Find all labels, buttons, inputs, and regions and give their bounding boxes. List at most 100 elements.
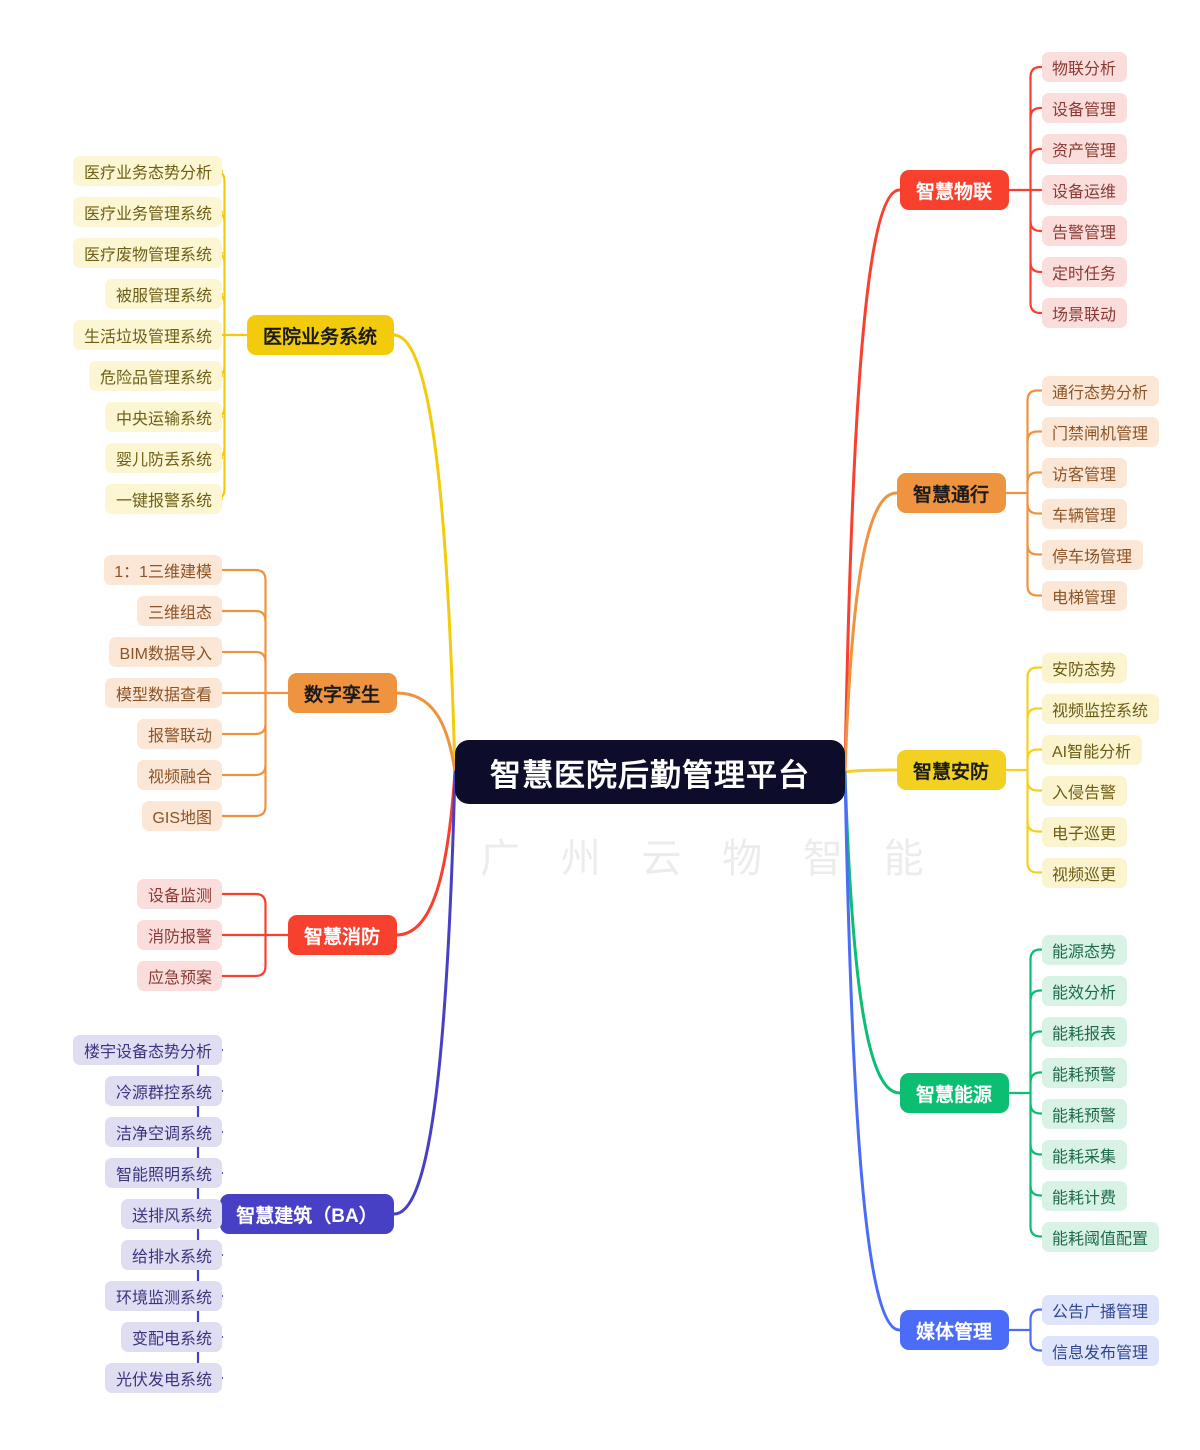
leaf-label: 报警联动 <box>147 728 212 745</box>
branch-node-security[interactable]: 智慧安防 <box>896 750 1006 790</box>
leaf-label: 能耗阈值配置 <box>1052 1230 1149 1248</box>
leaf-label: 三维组态 <box>147 605 212 622</box>
branch-node-media[interactable]: 媒体管理 <box>899 1310 1009 1350</box>
branch-node-fire[interactable]: 智慧消防 <box>287 915 397 955</box>
leaf-node[interactable]: 医疗业务态势分析 <box>73 156 222 186</box>
leaf-label: 电梯管理 <box>1052 589 1117 607</box>
leaf-node[interactable]: 物联分析 <box>1042 52 1127 82</box>
leaf-node[interactable]: 被服管理系统 <box>105 279 222 309</box>
leaf-node[interactable]: GIS地图 <box>142 801 222 831</box>
leaf-node[interactable]: 设备运维 <box>1042 175 1127 205</box>
leaf-label: 资产管理 <box>1052 143 1117 160</box>
leaf-node[interactable]: 消防报警 <box>137 920 222 950</box>
leaf-node[interactable]: 生活垃圾管理系统 <box>73 320 222 350</box>
leaf-node[interactable]: 环境监测系统 <box>105 1281 222 1311</box>
leaf-node[interactable]: 能耗计费 <box>1042 1180 1127 1211</box>
leaf-node[interactable]: 光伏发电系统 <box>105 1363 222 1393</box>
leaf-node[interactable]: 危险品管理系统 <box>89 361 222 391</box>
leaf-node[interactable]: 冷源群控系统 <box>105 1076 222 1106</box>
leaf-label: 被服管理系统 <box>115 288 212 305</box>
leaf-node[interactable]: 电梯管理 <box>1042 580 1127 611</box>
leaf-node[interactable]: 停车场管理 <box>1042 539 1143 570</box>
leaf-node[interactable]: 一键报警系统 <box>105 484 222 514</box>
leaf-label: 视频巡更 <box>1052 866 1117 884</box>
leaf-node[interactable]: 车辆管理 <box>1042 498 1127 529</box>
root-node[interactable]: 智慧医院后勤管理平台 <box>455 740 845 804</box>
leaf-node[interactable]: 场景联动 <box>1042 298 1127 328</box>
leaf-node[interactable]: 送排风系统 <box>121 1199 222 1229</box>
leaf-node[interactable]: 能效分析 <box>1042 975 1127 1006</box>
leaf-node[interactable]: 设备管理 <box>1042 93 1127 123</box>
leaf-node[interactable]: 电子巡更 <box>1042 816 1127 847</box>
leaf-label: 门禁闸机管理 <box>1052 425 1149 443</box>
leaf-label: 公告广播管理 <box>1052 1303 1149 1321</box>
branch-node-twin[interactable]: 数字孪生 <box>287 673 397 713</box>
leaf-node[interactable]: 医疗业务管理系统 <box>73 197 222 227</box>
leaf-node[interactable]: 访客管理 <box>1042 457 1127 488</box>
leaf-node[interactable]: 资产管理 <box>1042 134 1127 164</box>
leaf-node[interactable]: 视频监控系统 <box>1042 693 1159 724</box>
leaf-node[interactable]: 中央运输系统 <box>105 402 222 432</box>
leaf-label: 医疗业务管理系统 <box>83 206 212 223</box>
leaf-node[interactable]: BIM数据导入 <box>109 637 222 667</box>
leaf-node[interactable]: 医疗废物管理系统 <box>73 238 222 268</box>
branch-node-access[interactable]: 智慧通行 <box>896 473 1006 513</box>
leaf-label: 能耗预警 <box>1052 1107 1117 1125</box>
leaf-node[interactable]: 定时任务 <box>1042 257 1127 287</box>
leaf-node[interactable]: 能耗阈值配置 <box>1042 1221 1159 1252</box>
leaf-node[interactable]: 给排水系统 <box>121 1240 222 1270</box>
leaf-label: 婴儿防丢系统 <box>115 452 212 469</box>
leaf-node[interactable]: 视频融合 <box>137 760 222 790</box>
leaf-node[interactable]: 设备监测 <box>137 879 222 909</box>
leaf-label: 信息发布管理 <box>1052 1344 1149 1362</box>
branch-node-iot[interactable]: 智慧物联 <box>899 170 1009 210</box>
leaf-node[interactable]: 报警联动 <box>137 719 222 749</box>
leaf-node[interactable]: 视频巡更 <box>1042 857 1127 888</box>
leaf-label: 消防报警 <box>147 929 212 946</box>
leaf-node[interactable]: 婴儿防丢系统 <box>105 443 222 473</box>
leaf-node[interactable]: 公告广播管理 <box>1042 1294 1159 1325</box>
leaf-node[interactable]: 能源态势 <box>1042 934 1127 965</box>
leaf-node[interactable]: 变配电系统 <box>121 1322 222 1352</box>
leaf-label: 能耗采集 <box>1052 1148 1117 1166</box>
leaf-label: 环境监测系统 <box>115 1290 212 1307</box>
leaf-label: AI智能分析 <box>1052 743 1132 761</box>
leaf-node[interactable]: 三维组态 <box>137 596 222 626</box>
leaf-node[interactable]: 能耗预警 <box>1042 1098 1127 1129</box>
leaf-node[interactable]: 信息发布管理 <box>1042 1335 1159 1366</box>
leaf-node[interactable]: 通行态势分析 <box>1042 375 1159 406</box>
leaf-node[interactable]: 能耗报表 <box>1042 1016 1127 1047</box>
leaf-label: 安防态势 <box>1052 661 1117 679</box>
leaf-label: 车辆管理 <box>1052 507 1117 525</box>
branch-label: 媒体管理 <box>915 1321 992 1343</box>
leaf-label: 一键报警系统 <box>115 493 212 510</box>
leaf-label: 入侵告警 <box>1052 784 1117 802</box>
leaf-node[interactable]: 门禁闸机管理 <box>1042 416 1159 447</box>
leaf-node[interactable]: 安防态势 <box>1042 652 1127 683</box>
branch-node-building[interactable]: 智慧建筑（BA） <box>220 1194 394 1234</box>
branch-label: 医院业务系统 <box>262 326 377 348</box>
leaf-label: BIM数据导入 <box>119 646 212 663</box>
leaf-label: 能耗报表 <box>1052 1025 1117 1043</box>
leaf-node[interactable]: AI智能分析 <box>1042 734 1142 765</box>
leaf-label: 光伏发电系统 <box>115 1372 212 1389</box>
leaf-label: 视频融合 <box>147 769 212 786</box>
leaf-node[interactable]: 智能照明系统 <box>105 1158 222 1188</box>
leaf-node[interactable]: 能耗采集 <box>1042 1139 1127 1170</box>
branch-label: 智慧能源 <box>915 1084 992 1106</box>
leaf-label: 冷源群控系统 <box>115 1085 212 1102</box>
leaf-label: 智能照明系统 <box>115 1167 212 1184</box>
leaf-label: 访客管理 <box>1052 466 1117 484</box>
branch-node-energy[interactable]: 智慧能源 <box>899 1073 1009 1113</box>
leaf-node[interactable]: 告警管理 <box>1042 216 1127 246</box>
leaf-node[interactable]: 洁净空调系统 <box>105 1117 222 1147</box>
leaf-node[interactable]: 1：1三维建模 <box>104 555 222 585</box>
leaf-node[interactable]: 模型数据查看 <box>105 678 222 708</box>
leaf-node[interactable]: 应急预案 <box>137 961 222 991</box>
leaf-node[interactable]: 入侵告警 <box>1042 775 1127 806</box>
leaf-label: 洁净空调系统 <box>115 1126 212 1143</box>
branch-node-hospital[interactable]: 医院业务系统 <box>246 315 394 355</box>
leaf-label: 能耗预警 <box>1052 1066 1117 1084</box>
leaf-node[interactable]: 能耗预警 <box>1042 1057 1127 1088</box>
leaf-node[interactable]: 楼宇设备态势分析 <box>73 1035 222 1065</box>
